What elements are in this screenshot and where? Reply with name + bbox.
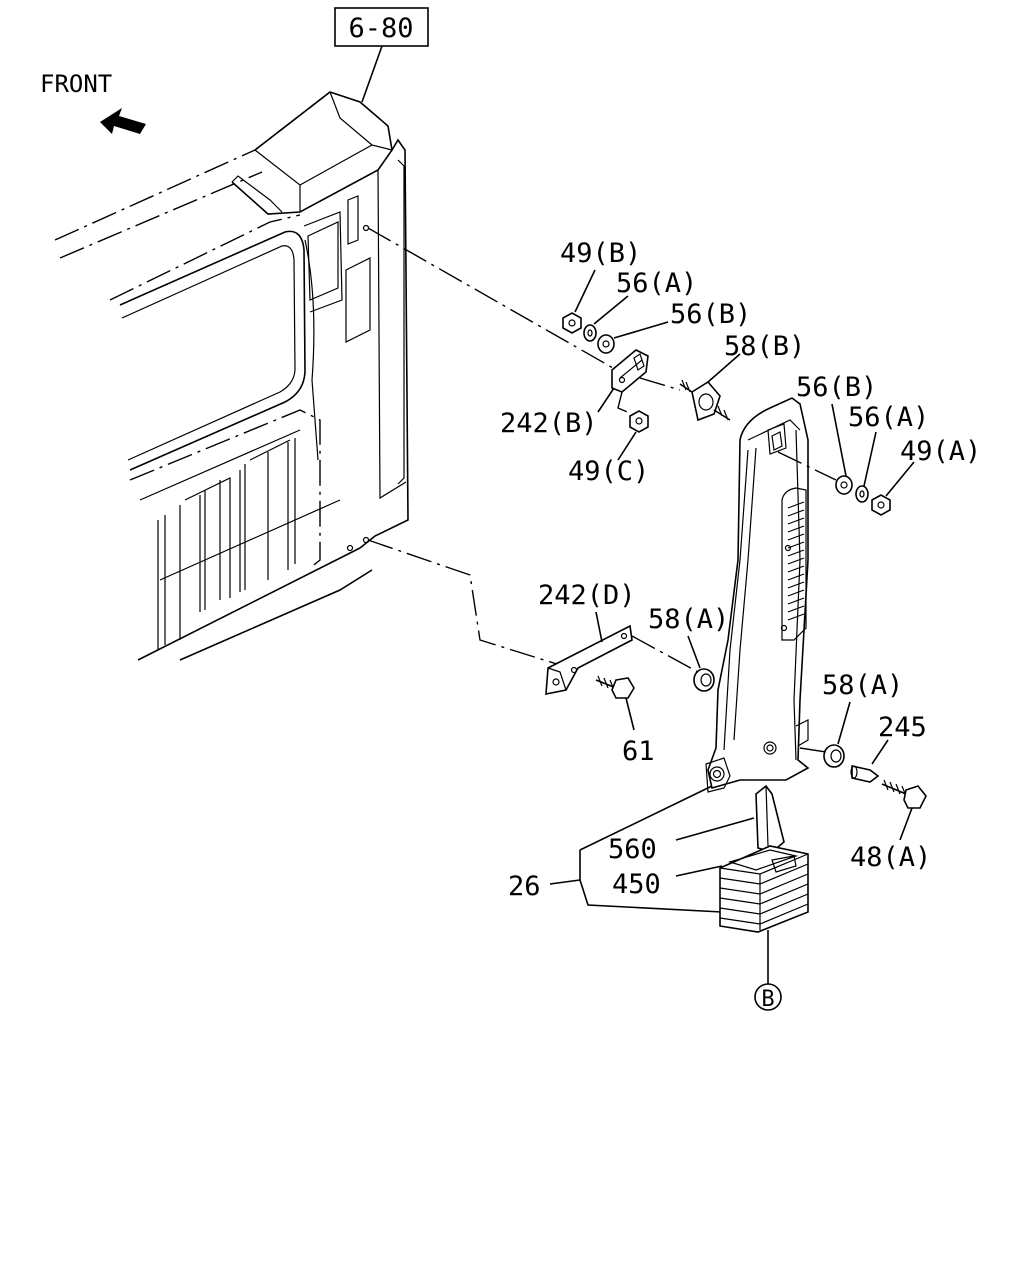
leader-242d (595, 611, 603, 643)
connection-242b-49c (617, 391, 633, 415)
leader-58a-mid (687, 635, 701, 669)
vent-grille-slats (787, 501, 805, 621)
part-58b-grommet[interactable] (679, 379, 731, 422)
connection-line-bottom (367, 539, 561, 666)
leader-58b (707, 353, 741, 383)
part-56a-washer-top[interactable] (583, 324, 597, 342)
label-58a-mid[interactable]: 58(A) (648, 604, 729, 635)
leader-49c (617, 431, 637, 461)
leader-56a-right (863, 431, 877, 487)
label-560[interactable]: 560 (608, 834, 657, 865)
front-label: FRONT (40, 70, 112, 98)
label-242d[interactable]: 242(D) (538, 580, 636, 611)
part-58a-grommet-right[interactable] (823, 744, 845, 768)
part-242b-bracket[interactable] (611, 349, 649, 393)
part-56b-washer-right[interactable] (835, 475, 853, 495)
leader-245 (871, 739, 889, 765)
leader-61 (625, 697, 635, 731)
connection-panel-right-washers (777, 451, 837, 481)
label-56a-top[interactable]: 56(A) (616, 268, 697, 299)
part-49c-nut[interactable] (629, 410, 649, 433)
rear-corner-trim-panel[interactable] (705, 397, 810, 793)
leader-56a-top (593, 295, 629, 325)
leader-242b (597, 387, 615, 413)
circled-b-label: B (761, 987, 774, 1012)
connection-242d-58a (631, 635, 699, 673)
part-450-unit[interactable] (719, 845, 809, 933)
part-49a-nut[interactable] (871, 494, 891, 516)
leader-49a (885, 461, 915, 497)
label-58b[interactable]: 58(B) (724, 331, 805, 362)
label-450[interactable]: 450 (612, 869, 661, 900)
leader-26-top (579, 785, 713, 851)
leader-56b-right (831, 403, 847, 477)
connection-line-top (367, 227, 621, 373)
label-242b[interactable]: 242(B) (500, 408, 598, 439)
label-56b-right[interactable]: 56(B) (796, 372, 877, 403)
cab-body (54, 91, 409, 661)
label-26[interactable]: 26 (508, 871, 541, 902)
leader-49b (574, 269, 596, 313)
part-560-support[interactable] (755, 784, 785, 853)
leader-48a (899, 807, 913, 841)
part-58a-grommet-mid[interactable] (693, 668, 715, 692)
reference-box-label: 6-80 (348, 13, 413, 44)
part-49b-nut[interactable] (562, 312, 582, 334)
leader-58a-right (837, 701, 851, 745)
label-61[interactable]: 61 (622, 736, 655, 767)
label-58a-right[interactable]: 58(A) (822, 670, 903, 701)
connection-panel-58a-right (799, 747, 827, 753)
part-56a-washer-right[interactable] (855, 485, 869, 503)
assembly-26-brace (579, 850, 723, 913)
leader-26 (549, 879, 581, 885)
front-arrow-icon (100, 108, 146, 134)
label-245[interactable]: 245 (878, 712, 927, 743)
label-48a[interactable]: 48(A) (850, 842, 931, 873)
label-56a-right[interactable]: 56(A) (848, 402, 929, 433)
label-49a[interactable]: 49(A) (900, 436, 981, 467)
leader-56b-top (613, 321, 669, 339)
part-48a-bolt[interactable] (881, 779, 927, 809)
label-49c[interactable]: 49(C) (568, 456, 649, 487)
label-49b[interactable]: 49(B) (560, 238, 641, 269)
connection-242b-58b (639, 377, 681, 391)
circled-b-icon[interactable]: B (754, 983, 782, 1012)
leader-450 (675, 865, 723, 877)
label-56b-top[interactable]: 56(B) (670, 299, 751, 330)
part-242d-bracket[interactable] (545, 624, 633, 695)
leader-560 (675, 817, 755, 841)
part-61-bolt[interactable] (595, 675, 635, 699)
part-56b-washer-top[interactable] (597, 334, 615, 354)
reference-box[interactable]: 6-80 (334, 7, 429, 47)
part-245-pin[interactable] (850, 765, 880, 783)
reference-leader (361, 45, 383, 103)
